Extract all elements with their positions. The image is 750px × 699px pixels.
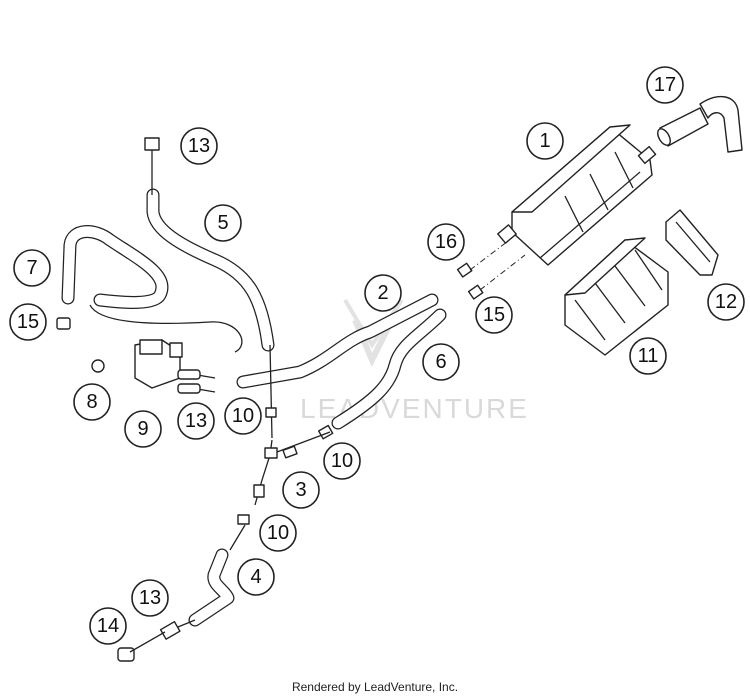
callout-label: 2 [377, 282, 388, 304]
callout-label: 6 [435, 351, 446, 373]
callout-4[interactable]: 4 [237, 558, 275, 596]
callout-label: 13 [185, 410, 207, 432]
callout-15-a[interactable]: 15 [9, 303, 47, 341]
hose-part-4[interactable] [188, 524, 246, 627]
callout-12[interactable]: 12 [707, 283, 745, 321]
clamp-part-16[interactable] [456, 262, 473, 278]
callout-label: 13 [139, 587, 161, 609]
tee-part-3[interactable] [253, 431, 331, 506]
callout-9[interactable]: 9 [124, 410, 162, 448]
callout-1[interactable]: 1 [526, 122, 564, 160]
cap-part-12[interactable] [665, 209, 719, 276]
hose-part-5[interactable] [146, 188, 275, 439]
clamp-part-10-c[interactable] [237, 514, 250, 525]
callout-15-b[interactable]: 15 [475, 296, 513, 334]
callout-label: 4 [250, 566, 261, 588]
clamp-part-10-a[interactable] [265, 407, 277, 418]
callout-label: 17 [654, 74, 676, 96]
callout-2[interactable]: 2 [364, 274, 402, 312]
callout-10-b[interactable]: 10 [323, 442, 361, 480]
callout-13-b[interactable]: 13 [177, 402, 215, 440]
callout-label: 13 [188, 135, 210, 157]
callout-16[interactable]: 16 [427, 223, 465, 261]
callout-5[interactable]: 5 [204, 204, 242, 242]
callout-label: 10 [232, 405, 254, 427]
callout-label: 11 [638, 345, 659, 367]
callout-label: 9 [137, 418, 148, 440]
assembly-line-16 [469, 237, 513, 271]
assembly-line-15 [479, 254, 526, 291]
vent-line [89, 304, 243, 353]
hose-part-6[interactable] [331, 308, 447, 430]
callout-11[interactable]: 11 [629, 337, 667, 375]
callout-label: 8 [86, 391, 97, 413]
hose-part-7[interactable] [61, 225, 169, 309]
callout-13-a[interactable]: 13 [180, 127, 218, 165]
callout-label: 15 [17, 311, 39, 333]
fitting-part-13-bottom[interactable] [159, 619, 196, 640]
callout-label: 10 [267, 522, 289, 544]
callout-13-c[interactable]: 13 [131, 579, 169, 617]
fitting-part-14[interactable] [117, 631, 166, 662]
clamp-part-10-b[interactable] [317, 424, 334, 440]
footer-credit: Rendered by LeadVenture, Inc. [291, 680, 459, 694]
callout-label: 16 [435, 231, 457, 253]
fitting-part-13-top[interactable] [144, 137, 160, 195]
clamp-part-15-left[interactable] [56, 317, 71, 330]
callout-10-a[interactable]: 10 [224, 397, 262, 435]
callout-label: 1 [539, 130, 550, 152]
callout-label: 5 [217, 212, 228, 234]
housing-part-11[interactable] [564, 237, 669, 356]
elbow-hose-part-17[interactable] [655, 95, 743, 153]
callout-label: 3 [295, 479, 306, 501]
callout-14[interactable]: 14 [89, 607, 127, 645]
clamp-part-15-right[interactable] [467, 284, 484, 300]
callout-10-c[interactable]: 10 [259, 514, 297, 552]
callout-label: 14 [97, 615, 119, 637]
hose-part-2[interactable] [236, 293, 439, 389]
fitting-part-13-middle[interactable] [177, 369, 201, 394]
nut-part-8[interactable] [91, 359, 105, 373]
callout-17[interactable]: 17 [646, 66, 684, 104]
valve-part-9[interactable] [134, 339, 216, 393]
callout-label: 7 [26, 257, 37, 279]
callout-label: 12 [715, 291, 737, 313]
callout-3[interactable]: 3 [282, 471, 320, 509]
callout-8[interactable]: 8 [73, 383, 111, 421]
canister-part-1[interactable] [497, 124, 657, 266]
callout-6[interactable]: 6 [422, 343, 460, 381]
callout-7[interactable]: 7 [13, 249, 51, 287]
watermark-logo: LEADVENTURE [300, 298, 527, 424]
callout-label: 15 [483, 304, 505, 326]
callout-label: 10 [331, 450, 353, 472]
